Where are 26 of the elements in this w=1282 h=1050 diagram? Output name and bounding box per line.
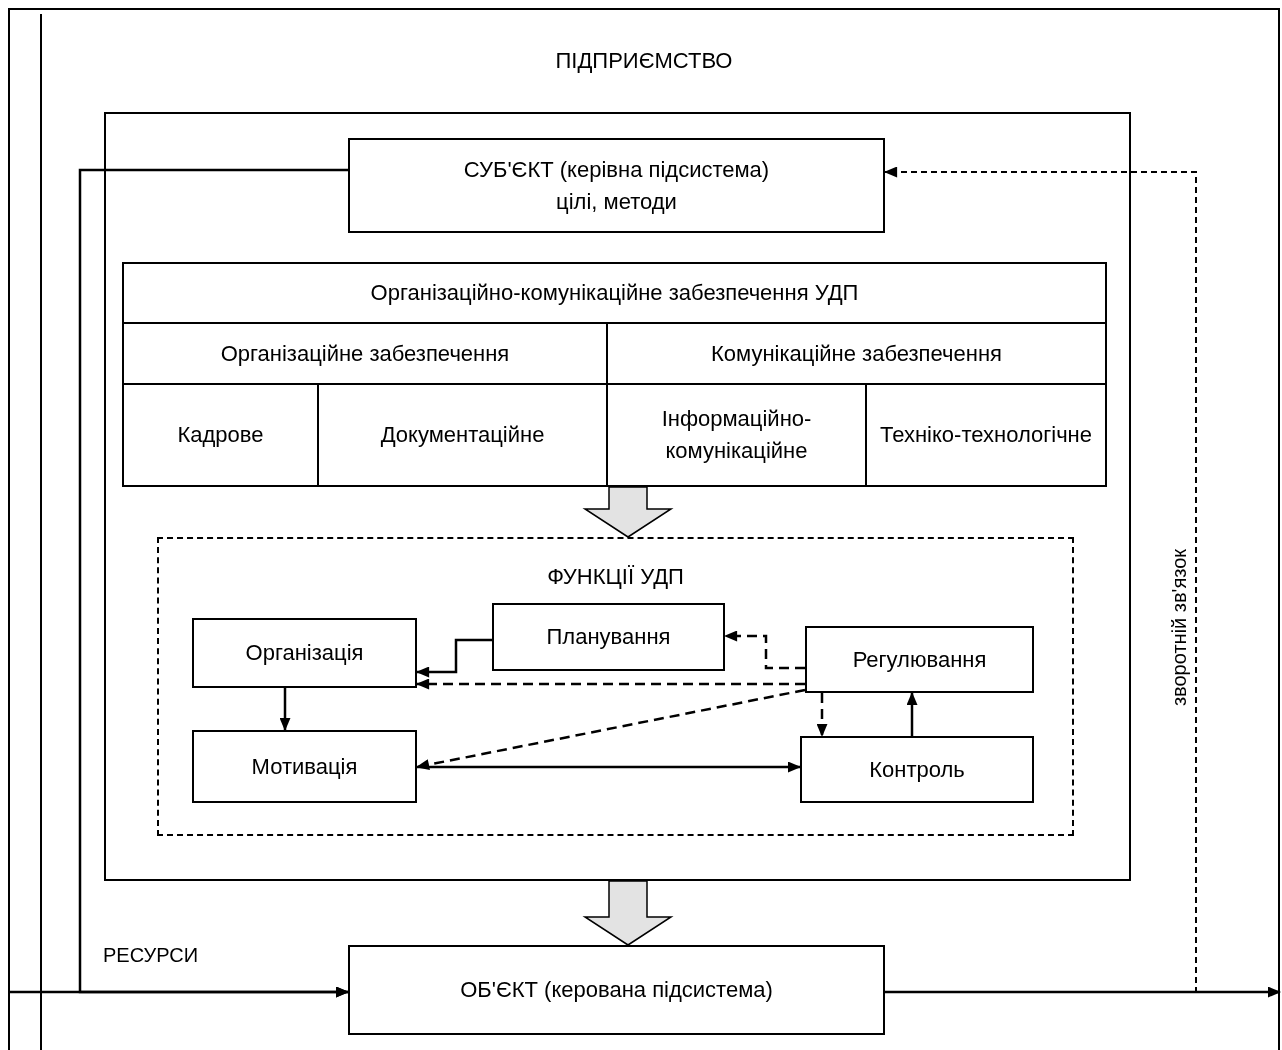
function-box: Планування bbox=[492, 603, 725, 671]
arrow bbox=[415, 678, 805, 690]
arrow bbox=[906, 691, 918, 736]
arrow bbox=[279, 688, 291, 732]
block-arrow bbox=[582, 486, 674, 538]
functions-frame bbox=[157, 537, 1074, 836]
function-box: Мотивація bbox=[192, 730, 417, 803]
arrow bbox=[816, 693, 828, 738]
function-box: Організація bbox=[192, 618, 417, 688]
management-system-frame bbox=[104, 112, 1131, 881]
subject-box: СУБ'ЄКТ (керівна підсистема) цілі, методи bbox=[348, 138, 885, 233]
function-box: Контроль bbox=[800, 736, 1034, 803]
arrow bbox=[415, 638, 492, 678]
frame-title: ФУНКЦІЇ УДП bbox=[547, 564, 684, 590]
arrow bbox=[723, 630, 805, 670]
arrow bbox=[417, 761, 802, 773]
arrow bbox=[883, 166, 1197, 993]
block-arrow bbox=[582, 880, 674, 946]
enterprise-frame bbox=[8, 8, 1280, 1050]
function-box: Регулювання bbox=[805, 626, 1034, 693]
support-table bbox=[122, 262, 1107, 487]
object-box: ОБ'ЄКТ (керована підсистема) bbox=[348, 945, 885, 1035]
table-header: Організаційно-комунікаційне забезпечення УДП bbox=[369, 279, 860, 307]
arrow bbox=[415, 688, 806, 771]
arrow bbox=[78, 168, 350, 998]
frame-title: ПІДПРИЄМСТВО bbox=[555, 48, 733, 74]
